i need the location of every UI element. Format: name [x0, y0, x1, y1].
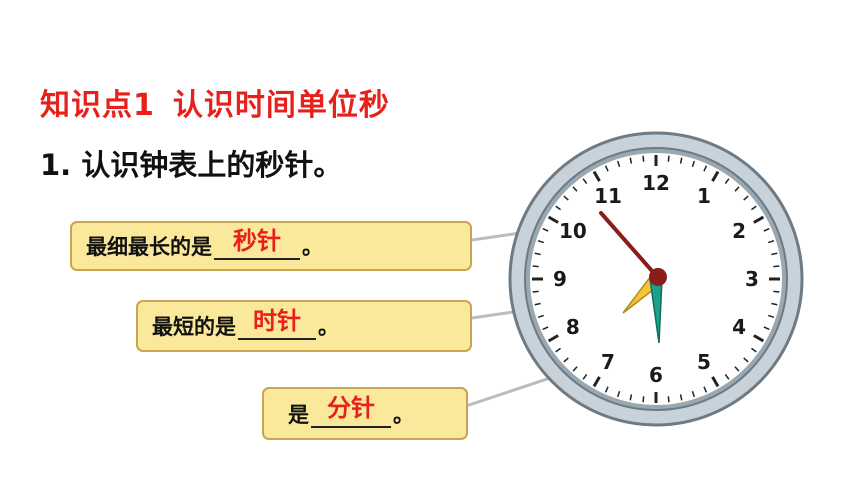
minute-tick — [642, 396, 645, 403]
minute-tick — [724, 178, 730, 184]
clock-number: 12 — [642, 171, 670, 195]
minute-tick — [532, 290, 539, 293]
minute-tick — [773, 290, 780, 293]
section-heading: 知识点1 认识时间单位秒 — [40, 80, 390, 124]
callout-prefix: 最短的是 — [152, 315, 236, 339]
callout-minute-hand: 是 分针 。 — [262, 387, 468, 440]
item-title: 1. 认识钟表上的秒针。 — [40, 142, 342, 184]
minute-tick — [534, 302, 541, 306]
item-number: 1. — [40, 148, 72, 182]
minute-tick — [679, 394, 683, 401]
answer-blank: 分针 — [311, 395, 391, 428]
hour-tick — [592, 170, 601, 182]
clock-number: 8 — [566, 315, 580, 339]
hour-tick — [753, 334, 765, 343]
minute-tick — [751, 347, 757, 353]
minute-tick — [767, 314, 775, 319]
minute-tick — [667, 396, 670, 403]
clock-number: 9 — [553, 267, 567, 291]
minute-tick — [542, 227, 549, 232]
minute-tick — [743, 195, 749, 201]
clock-number: 3 — [745, 267, 759, 291]
answer-blank: 时针 — [238, 308, 316, 341]
minute-tick — [703, 165, 708, 172]
minute-tick — [555, 205, 561, 211]
minute-tick — [763, 326, 770, 331]
minute-tick — [542, 326, 549, 331]
minute-tick — [616, 160, 621, 168]
minute-tick — [563, 195, 569, 201]
callout-suffix: 。 — [302, 235, 323, 259]
knowledge-point-title: 认识时间单位秒 — [172, 88, 390, 123]
minute-tick — [642, 155, 645, 162]
minute-tick — [734, 366, 740, 372]
answer-blank: 秒针 — [214, 228, 300, 261]
minute-tick — [604, 165, 609, 172]
hour-tick — [711, 376, 720, 388]
clock-number: 4 — [732, 315, 746, 339]
minute-tick — [582, 178, 588, 184]
minute-tick — [572, 186, 578, 192]
knowledge-point-label: 知识点1 — [40, 88, 155, 123]
callout-suffix: 。 — [393, 402, 414, 427]
minute-tick — [534, 252, 541, 256]
clock-number: 11 — [594, 184, 622, 208]
minute-tick — [563, 357, 569, 363]
minute-tick — [734, 186, 740, 192]
clock-number: 1 — [697, 184, 711, 208]
minute-tick — [629, 394, 633, 401]
minute-tick — [555, 347, 561, 353]
minute-tick — [532, 265, 539, 268]
hour-tick — [547, 334, 559, 343]
minute-tick — [771, 302, 778, 306]
clock-number: 5 — [697, 350, 711, 374]
minute-tick — [572, 366, 578, 372]
answer-text: 时针 — [253, 306, 301, 335]
minute-tick — [691, 390, 696, 398]
callout-second-hand: 最细最长的是 秒针 。 — [70, 221, 472, 271]
clock-ticks — [532, 155, 780, 403]
minute-tick — [629, 157, 633, 164]
item-text: 认识钟表上的秒针。 — [81, 148, 343, 182]
minute-tick — [767, 239, 775, 244]
minute-tick — [773, 265, 780, 268]
minute-tick — [667, 155, 670, 162]
answer-text: 分针 — [327, 394, 375, 423]
answer-text: 秒针 — [233, 226, 281, 255]
minute-tick — [763, 227, 770, 232]
clock-number: 10 — [559, 219, 587, 243]
minute-tick — [616, 390, 621, 398]
callout-suffix: 。 — [318, 315, 339, 339]
minute-tick — [703, 386, 708, 393]
minute-tick — [724, 374, 730, 380]
clock-number: 6 — [649, 363, 663, 387]
hour-tick — [547, 215, 559, 224]
minute-tick — [743, 357, 749, 363]
minute-tick — [679, 157, 683, 164]
clock-numbers: 12 12 3 45 6 78 9 10 11 — [553, 171, 759, 387]
second-hand — [599, 211, 662, 282]
minute-tick — [771, 252, 778, 256]
minute-tick — [691, 160, 696, 168]
callout-hour-hand: 最短的是 时针 。 — [136, 300, 472, 352]
hour-tick — [592, 376, 601, 388]
clock-number: 2 — [732, 219, 746, 243]
minute-tick — [604, 386, 609, 393]
hour-tick — [753, 215, 765, 224]
callout-prefix: 最细最长的是 — [86, 235, 212, 259]
minute-tick — [582, 374, 588, 380]
minute-tick — [537, 314, 545, 319]
callout-prefix: 是 — [288, 402, 309, 427]
clock-center-hub — [649, 268, 667, 286]
hour-tick — [711, 170, 720, 182]
minute-tick — [537, 239, 545, 244]
minute-tick — [751, 205, 757, 211]
clock-number: 7 — [601, 350, 615, 374]
